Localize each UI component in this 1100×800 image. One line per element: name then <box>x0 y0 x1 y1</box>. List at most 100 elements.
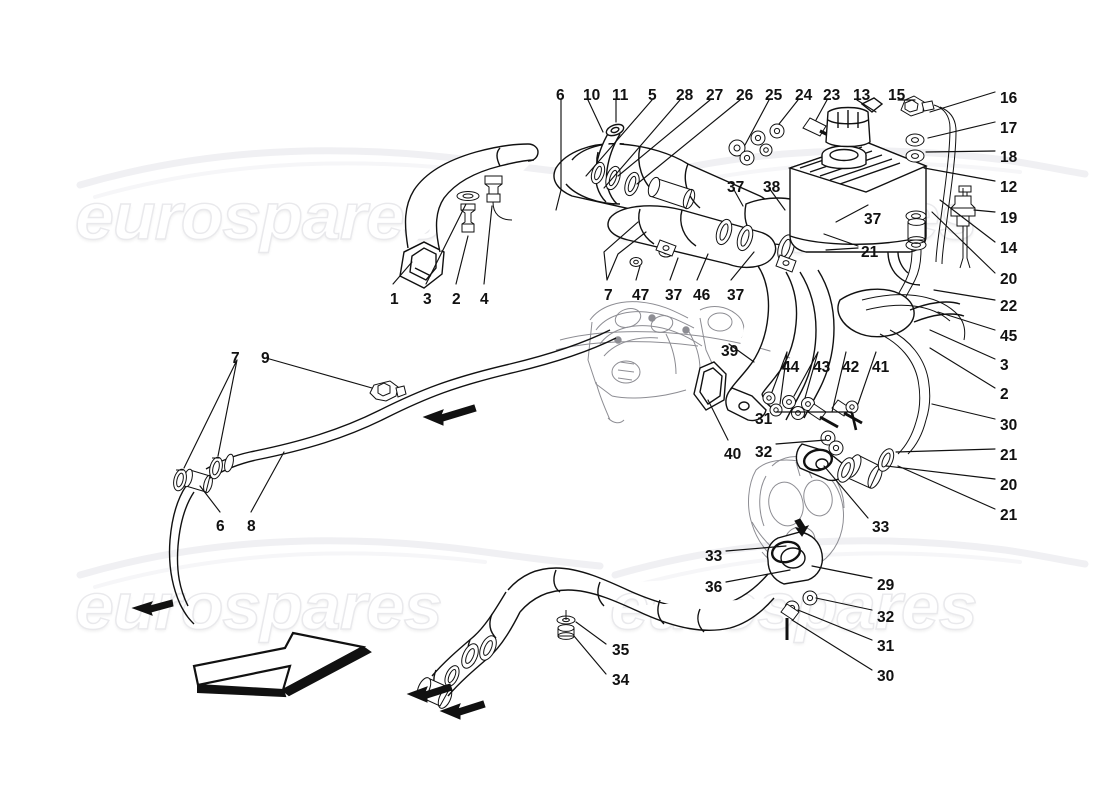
callout-21-lower[interactable]: 21 <box>1000 507 1018 524</box>
callout-2[interactable]: 2 <box>1000 386 1009 403</box>
callout-24[interactable]: 24 <box>795 87 813 104</box>
part-4-sensor <box>484 175 513 221</box>
callout-40[interactable]: 40 <box>724 446 742 463</box>
long-hose-right-3 <box>897 419 927 455</box>
callout-6[interactable]: 6 <box>556 87 565 104</box>
clamp-lower-b <box>736 224 754 252</box>
callout-4[interactable]: 4 <box>480 291 489 308</box>
washer-stack-25 <box>728 130 766 157</box>
callout-30-b[interactable]: 30 <box>877 668 895 685</box>
main-flow-arrow <box>192 631 372 698</box>
callout-37-d[interactable]: 37 <box>727 287 745 304</box>
part-18-washer <box>905 149 925 163</box>
callout-44[interactable]: 44 <box>782 359 800 376</box>
lower-pipe-clamp-a <box>461 643 479 669</box>
callout-37-a[interactable]: 37 <box>727 179 745 196</box>
part-32-lower-washer <box>802 590 818 606</box>
lower-pipe-clamp-b <box>479 635 497 661</box>
callout-13[interactable]: 13 <box>853 87 871 104</box>
callout-26[interactable]: 26 <box>736 87 754 104</box>
part-36-pipe <box>507 567 775 633</box>
part-17-washer <box>905 133 925 147</box>
callout-22[interactable]: 22 <box>1000 298 1018 315</box>
callout-35[interactable]: 35 <box>612 642 630 659</box>
clamp-ring-26 <box>624 171 640 197</box>
inlet-arrow-bottom-1 <box>406 683 453 703</box>
callout-28[interactable]: 28 <box>676 87 694 104</box>
callout-43[interactable]: 43 <box>813 359 831 376</box>
callout-45[interactable]: 45 <box>1000 328 1018 345</box>
callout-29[interactable]: 29 <box>877 577 895 594</box>
callout-33-a[interactable]: 33 <box>872 519 890 536</box>
part-3-washer <box>456 191 480 201</box>
part-33-oring-lower <box>770 540 802 564</box>
ring-20-lower <box>837 457 855 483</box>
tank-outlet-hose <box>887 251 921 286</box>
callout-9[interactable]: 9 <box>261 350 270 367</box>
callout-46[interactable]: 46 <box>693 287 711 304</box>
callout-41[interactable]: 41 <box>872 359 890 376</box>
part-43-washers <box>782 395 815 420</box>
part-44-washers <box>762 391 783 417</box>
exchanger-lower-cylinder <box>607 205 777 269</box>
callout-39[interactable]: 39 <box>721 343 739 360</box>
callout-2-b[interactable]: 2 <box>452 291 461 308</box>
callout-32-b[interactable]: 32 <box>877 609 895 626</box>
ring-21-lower <box>877 448 895 472</box>
callout-21[interactable]: 21 <box>1000 447 1018 464</box>
callout-47[interactable]: 47 <box>632 287 650 304</box>
callout-27[interactable]: 27 <box>706 87 724 104</box>
callout-21-b[interactable]: 21 <box>861 244 879 261</box>
part-1-flange <box>399 241 445 289</box>
callout-3[interactable]: 3 <box>1000 357 1009 374</box>
callout-20[interactable]: 20 <box>1000 271 1018 288</box>
callout-37-b[interactable]: 37 <box>864 211 882 228</box>
callout-8[interactable]: 8 <box>247 518 256 535</box>
callout-30[interactable]: 30 <box>1000 417 1018 434</box>
callout-3-b[interactable]: 3 <box>423 291 432 308</box>
part-33-oring-upper <box>802 448 834 472</box>
callout-31[interactable]: 31 <box>755 411 773 428</box>
part-34-bracket <box>557 610 575 640</box>
washer-47 <box>629 257 643 267</box>
callout-18[interactable]: 18 <box>1000 149 1018 166</box>
callout-20-lower[interactable]: 20 <box>1000 477 1018 494</box>
thermostat-arrow <box>794 518 810 537</box>
callout-42[interactable]: 42 <box>842 359 860 376</box>
tank-filler-neck <box>821 145 867 170</box>
callout-7-b[interactable]: 7 <box>604 287 613 304</box>
pipe-segment-28 <box>647 176 696 210</box>
washer-37a <box>739 150 755 166</box>
callout-17[interactable]: 17 <box>1000 120 1018 137</box>
callout-23[interactable]: 23 <box>823 87 841 104</box>
callout-12[interactable]: 12 <box>1000 179 1018 196</box>
callout-6-b[interactable]: 6 <box>216 518 225 535</box>
callout-15[interactable]: 15 <box>888 87 906 104</box>
exchanger-bracket-left <box>655 239 677 257</box>
callout-5[interactable]: 5 <box>648 87 657 104</box>
part-9-clip <box>369 380 407 402</box>
callout-32[interactable]: 32 <box>755 444 773 461</box>
callout-38[interactable]: 38 <box>763 179 781 196</box>
lower-left-pipe <box>205 329 617 479</box>
callout-16[interactable]: 16 <box>1000 90 1018 107</box>
callout-7-a[interactable]: 7 <box>231 350 240 367</box>
callout-33-b[interactable]: 33 <box>705 548 723 565</box>
callout-19[interactable]: 19 <box>1000 210 1018 227</box>
callout-36[interactable]: 36 <box>705 579 723 596</box>
callout-1[interactable]: 1 <box>390 291 399 308</box>
part-16-hose <box>933 104 957 265</box>
long-hose-right-1 <box>861 294 966 341</box>
callout-10[interactable]: 10 <box>583 87 601 104</box>
hose-to-right-a <box>909 301 965 323</box>
exchanger-bracket-right <box>775 254 797 273</box>
part-20-sleeve <box>907 218 926 244</box>
callout-37-c[interactable]: 37 <box>665 287 683 304</box>
lower-left-vertical-tube <box>168 485 195 625</box>
callout-11[interactable]: 11 <box>612 87 629 104</box>
callout-14[interactable]: 14 <box>1000 240 1018 257</box>
callout-31-b[interactable]: 31 <box>877 638 895 655</box>
callout-25[interactable]: 25 <box>765 87 783 104</box>
callout-34[interactable]: 34 <box>612 672 630 689</box>
